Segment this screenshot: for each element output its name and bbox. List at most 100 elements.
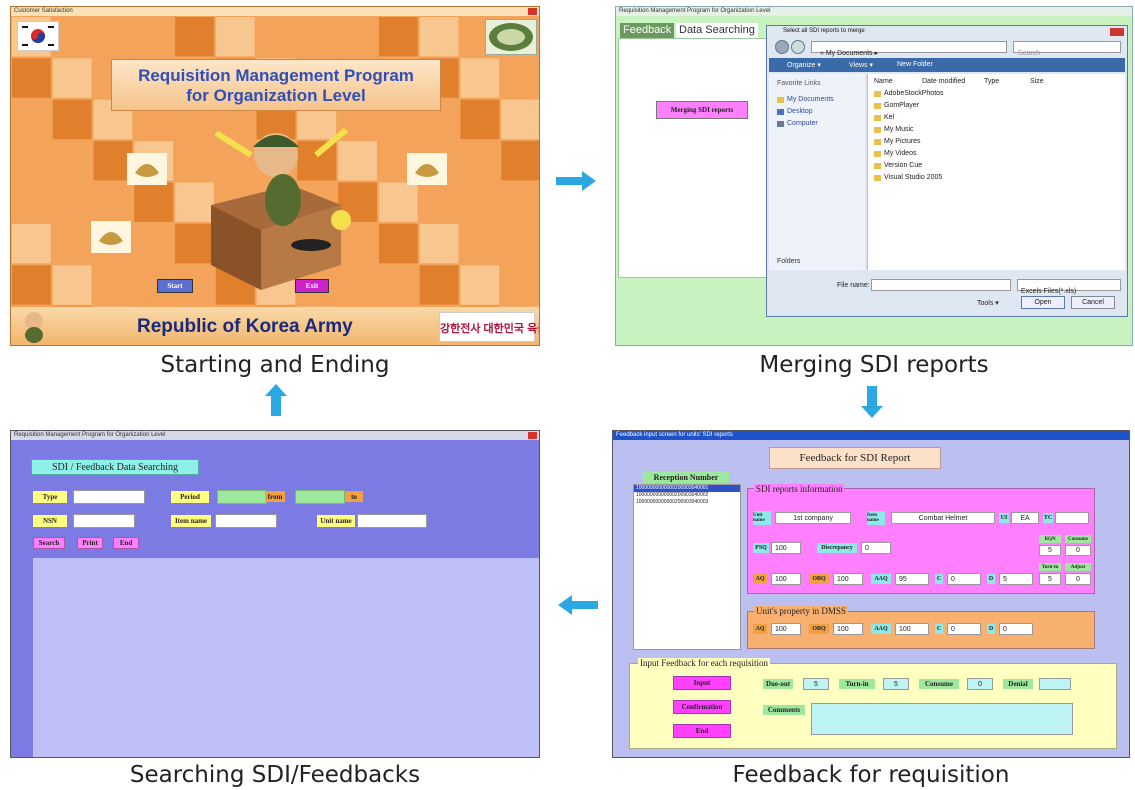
exit-button[interactable]: Exit: [295, 279, 329, 293]
merge-sdi-reports-button[interactable]: Merging SDI reports: [656, 101, 748, 119]
search-placeholder: Search: [1018, 50, 1041, 57]
fb-turnin-label: Turn-in: [839, 679, 875, 689]
column-type[interactable]: Type: [984, 78, 1000, 85]
cancel-button[interactable]: Cancel: [1071, 296, 1115, 309]
to-label[interactable]: to: [345, 491, 363, 502]
column-size[interactable]: Size: [1030, 78, 1044, 85]
tile: [52, 182, 92, 222]
arrow-right-icon: [554, 170, 598, 192]
file-row[interactable]: GomPlayer: [874, 102, 919, 109]
reception-list[interactable]: 10000000000000200903040001 1000000000000…: [633, 484, 741, 650]
filetype-select[interactable]: Excels Files(*.xls): [1017, 279, 1121, 295]
ui-label: UI: [999, 513, 1009, 523]
dialog-close-icon[interactable]: [1110, 28, 1124, 36]
type-field[interactable]: [73, 490, 145, 504]
column-date-modified[interactable]: Date modified: [922, 78, 966, 85]
tile: [419, 182, 459, 222]
tile: [93, 141, 133, 181]
end-button[interactable]: End: [113, 537, 139, 549]
emblem-tile-icon: [91, 221, 131, 253]
print-button[interactable]: Print: [77, 537, 103, 549]
tile: [12, 223, 51, 264]
reception-item[interactable]: 10000000000000200903040001: [634, 485, 740, 492]
forward-icon[interactable]: [791, 40, 805, 54]
file-row[interactable]: My Music: [874, 126, 914, 133]
slogan-logo: 강한전사 대한민국 육군: [439, 312, 539, 342]
mascot-small-icon: [17, 309, 51, 343]
tile: [12, 265, 51, 305]
dmss-aaq-value: 100: [895, 623, 929, 635]
tile: [134, 17, 174, 57]
search-results-area: [33, 558, 539, 757]
tile: [338, 265, 377, 305]
file-row[interactable]: Kel: [874, 114, 894, 121]
close-icon[interactable]: [528, 432, 537, 439]
ui-value: EA: [1011, 512, 1039, 524]
column-name[interactable]: Name: [874, 78, 893, 85]
feedback-end-button[interactable]: End: [673, 724, 731, 738]
comments-field[interactable]: [811, 703, 1073, 735]
file-row[interactable]: My Pictures: [874, 138, 921, 145]
search-button[interactable]: Search: [33, 537, 65, 549]
favorite-computer[interactable]: Computer: [787, 120, 818, 127]
tile: [52, 223, 92, 264]
psq-value: 100: [771, 542, 801, 554]
tile: [501, 141, 539, 181]
confirmation-button[interactable]: Confirmation: [673, 700, 731, 714]
period-to-field[interactable]: [295, 490, 345, 504]
folder-icon: [874, 90, 881, 97]
favorite-my-documents[interactable]: My Documents: [787, 96, 834, 103]
file-row[interactable]: Visual Studio 2005: [874, 174, 942, 181]
start-button[interactable]: Start: [157, 279, 193, 293]
denial-value[interactable]: [1039, 678, 1071, 690]
tc-value[interactable]: [1055, 512, 1089, 524]
file-row[interactable]: Version Cue: [874, 162, 922, 169]
period-from-field[interactable]: [217, 490, 267, 504]
search-header: SDI / Feedback Data Searching: [31, 459, 199, 475]
start-screen: Customer Satisfaction Requisition Manage…: [10, 6, 540, 346]
tile: [419, 223, 459, 264]
search-window-title: Requisition Management Program for Organ…: [11, 431, 539, 440]
breadcrumb-bar[interactable]: « My Documents ▸: [811, 41, 1007, 57]
file-row[interactable]: My Videos: [874, 150, 917, 157]
tile: [93, 182, 133, 222]
dueout-value[interactable]: 5: [803, 678, 829, 690]
file-name: My Music: [884, 126, 914, 133]
arrow-left-icon: [556, 594, 600, 616]
tab-feedback[interactable]: Feedback: [620, 23, 675, 38]
aaq-label: AAQ: [871, 574, 891, 584]
tile: [378, 223, 418, 264]
folder-icon: [874, 138, 881, 145]
tile: [378, 265, 418, 305]
d-value: 5: [999, 573, 1033, 585]
new-folder-button[interactable]: New Folder: [897, 61, 933, 68]
title-line2: for Organization Level: [186, 86, 366, 105]
close-icon[interactable]: [528, 8, 537, 15]
open-button[interactable]: Open: [1021, 296, 1065, 309]
unit-name-field[interactable]: [357, 514, 427, 528]
favorite-desktop[interactable]: Desktop: [787, 108, 813, 115]
folders-label[interactable]: Folders: [777, 258, 801, 265]
filename-input[interactable]: [871, 279, 1011, 291]
from-label[interactable]: from: [265, 491, 285, 502]
file-name: Kel: [884, 114, 895, 121]
back-icon[interactable]: [775, 40, 789, 54]
search-input[interactable]: Search: [1013, 41, 1121, 57]
emblem-tile-icon: [127, 153, 167, 185]
fb-consume-value[interactable]: 0: [967, 678, 993, 690]
reception-item[interactable]: 10000000000000200903040003: [636, 499, 709, 505]
views-menu[interactable]: Views ▾: [849, 62, 874, 69]
nsn-field[interactable]: [73, 514, 135, 528]
input-button[interactable]: Input: [673, 676, 731, 690]
tools-menu[interactable]: Tools ▾: [977, 300, 999, 307]
file-row[interactable]: AdobeStockPhotos: [874, 90, 944, 97]
title-banner: Requisition Management Program for Organ…: [111, 59, 441, 111]
item-name-field[interactable]: [215, 514, 277, 528]
file-name: Visual Studio 2005: [884, 174, 943, 181]
tc-label: TC: [1043, 513, 1053, 523]
reception-item[interactable]: 10000000000000200903040002: [636, 492, 709, 498]
fb-turnin-value[interactable]: 5: [883, 678, 909, 690]
dmss-c-value: 0: [947, 623, 981, 635]
tab-data-searching[interactable]: Data Searching: [676, 23, 758, 38]
organize-menu[interactable]: Organize ▾: [787, 62, 821, 69]
